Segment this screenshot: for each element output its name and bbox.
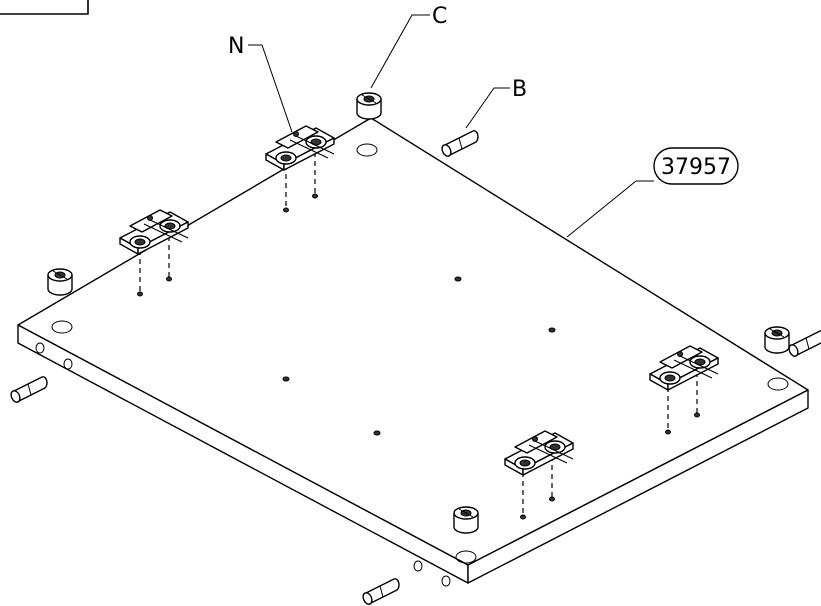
hole-screw: [520, 514, 526, 520]
dowel: [360, 578, 400, 606]
hole-cam-right: [767, 377, 789, 391]
leader-n: [248, 44, 293, 133]
board-right-edge: [467, 389, 809, 584]
hole-small: [548, 327, 556, 333]
cam-housing: [764, 326, 790, 354]
leader-panel: [566, 180, 654, 238]
panel-code-callout: [653, 147, 739, 185]
cam-housing: [47, 268, 73, 296]
hole-screw: [283, 207, 289, 213]
hole-small: [282, 376, 290, 382]
hole-cam-top: [356, 143, 378, 157]
cam-housing: [356, 92, 382, 120]
hole-screw: [312, 193, 318, 199]
hole-screw: [694, 412, 700, 418]
leader-lines: [248, 14, 654, 238]
cam-housing-label: C: [432, 4, 447, 29]
dowel: [786, 330, 821, 359]
hole-screw: [665, 429, 671, 435]
leader-b: [465, 87, 510, 129]
screw-guides: [139, 152, 698, 515]
board-holes: [51, 143, 789, 564]
dowel-label: B: [512, 77, 527, 102]
hole-small: [454, 276, 462, 282]
dowel: [439, 130, 479, 159]
board-panel: [17, 117, 809, 584]
hole-cam-left: [51, 320, 73, 334]
edge-hole: [413, 560, 423, 572]
hole-screw: [137, 291, 143, 297]
hole-screw: [166, 276, 172, 282]
edge-hole: [441, 575, 451, 587]
hole-small: [373, 430, 381, 436]
hinge-plate-label: N: [228, 34, 244, 59]
edge-hole: [63, 358, 73, 370]
panel-code-label: 37957: [661, 155, 731, 180]
edge-holes: [35, 342, 451, 587]
dowel: [8, 376, 48, 405]
cam-housing: [453, 506, 479, 534]
board-top-face: [17, 117, 809, 566]
hole-screw: [549, 496, 555, 502]
frame-corner: [0, 0, 89, 15]
hole-cam-front: [455, 550, 477, 564]
edge-hole: [35, 342, 45, 354]
leader-c: [370, 14, 430, 89]
